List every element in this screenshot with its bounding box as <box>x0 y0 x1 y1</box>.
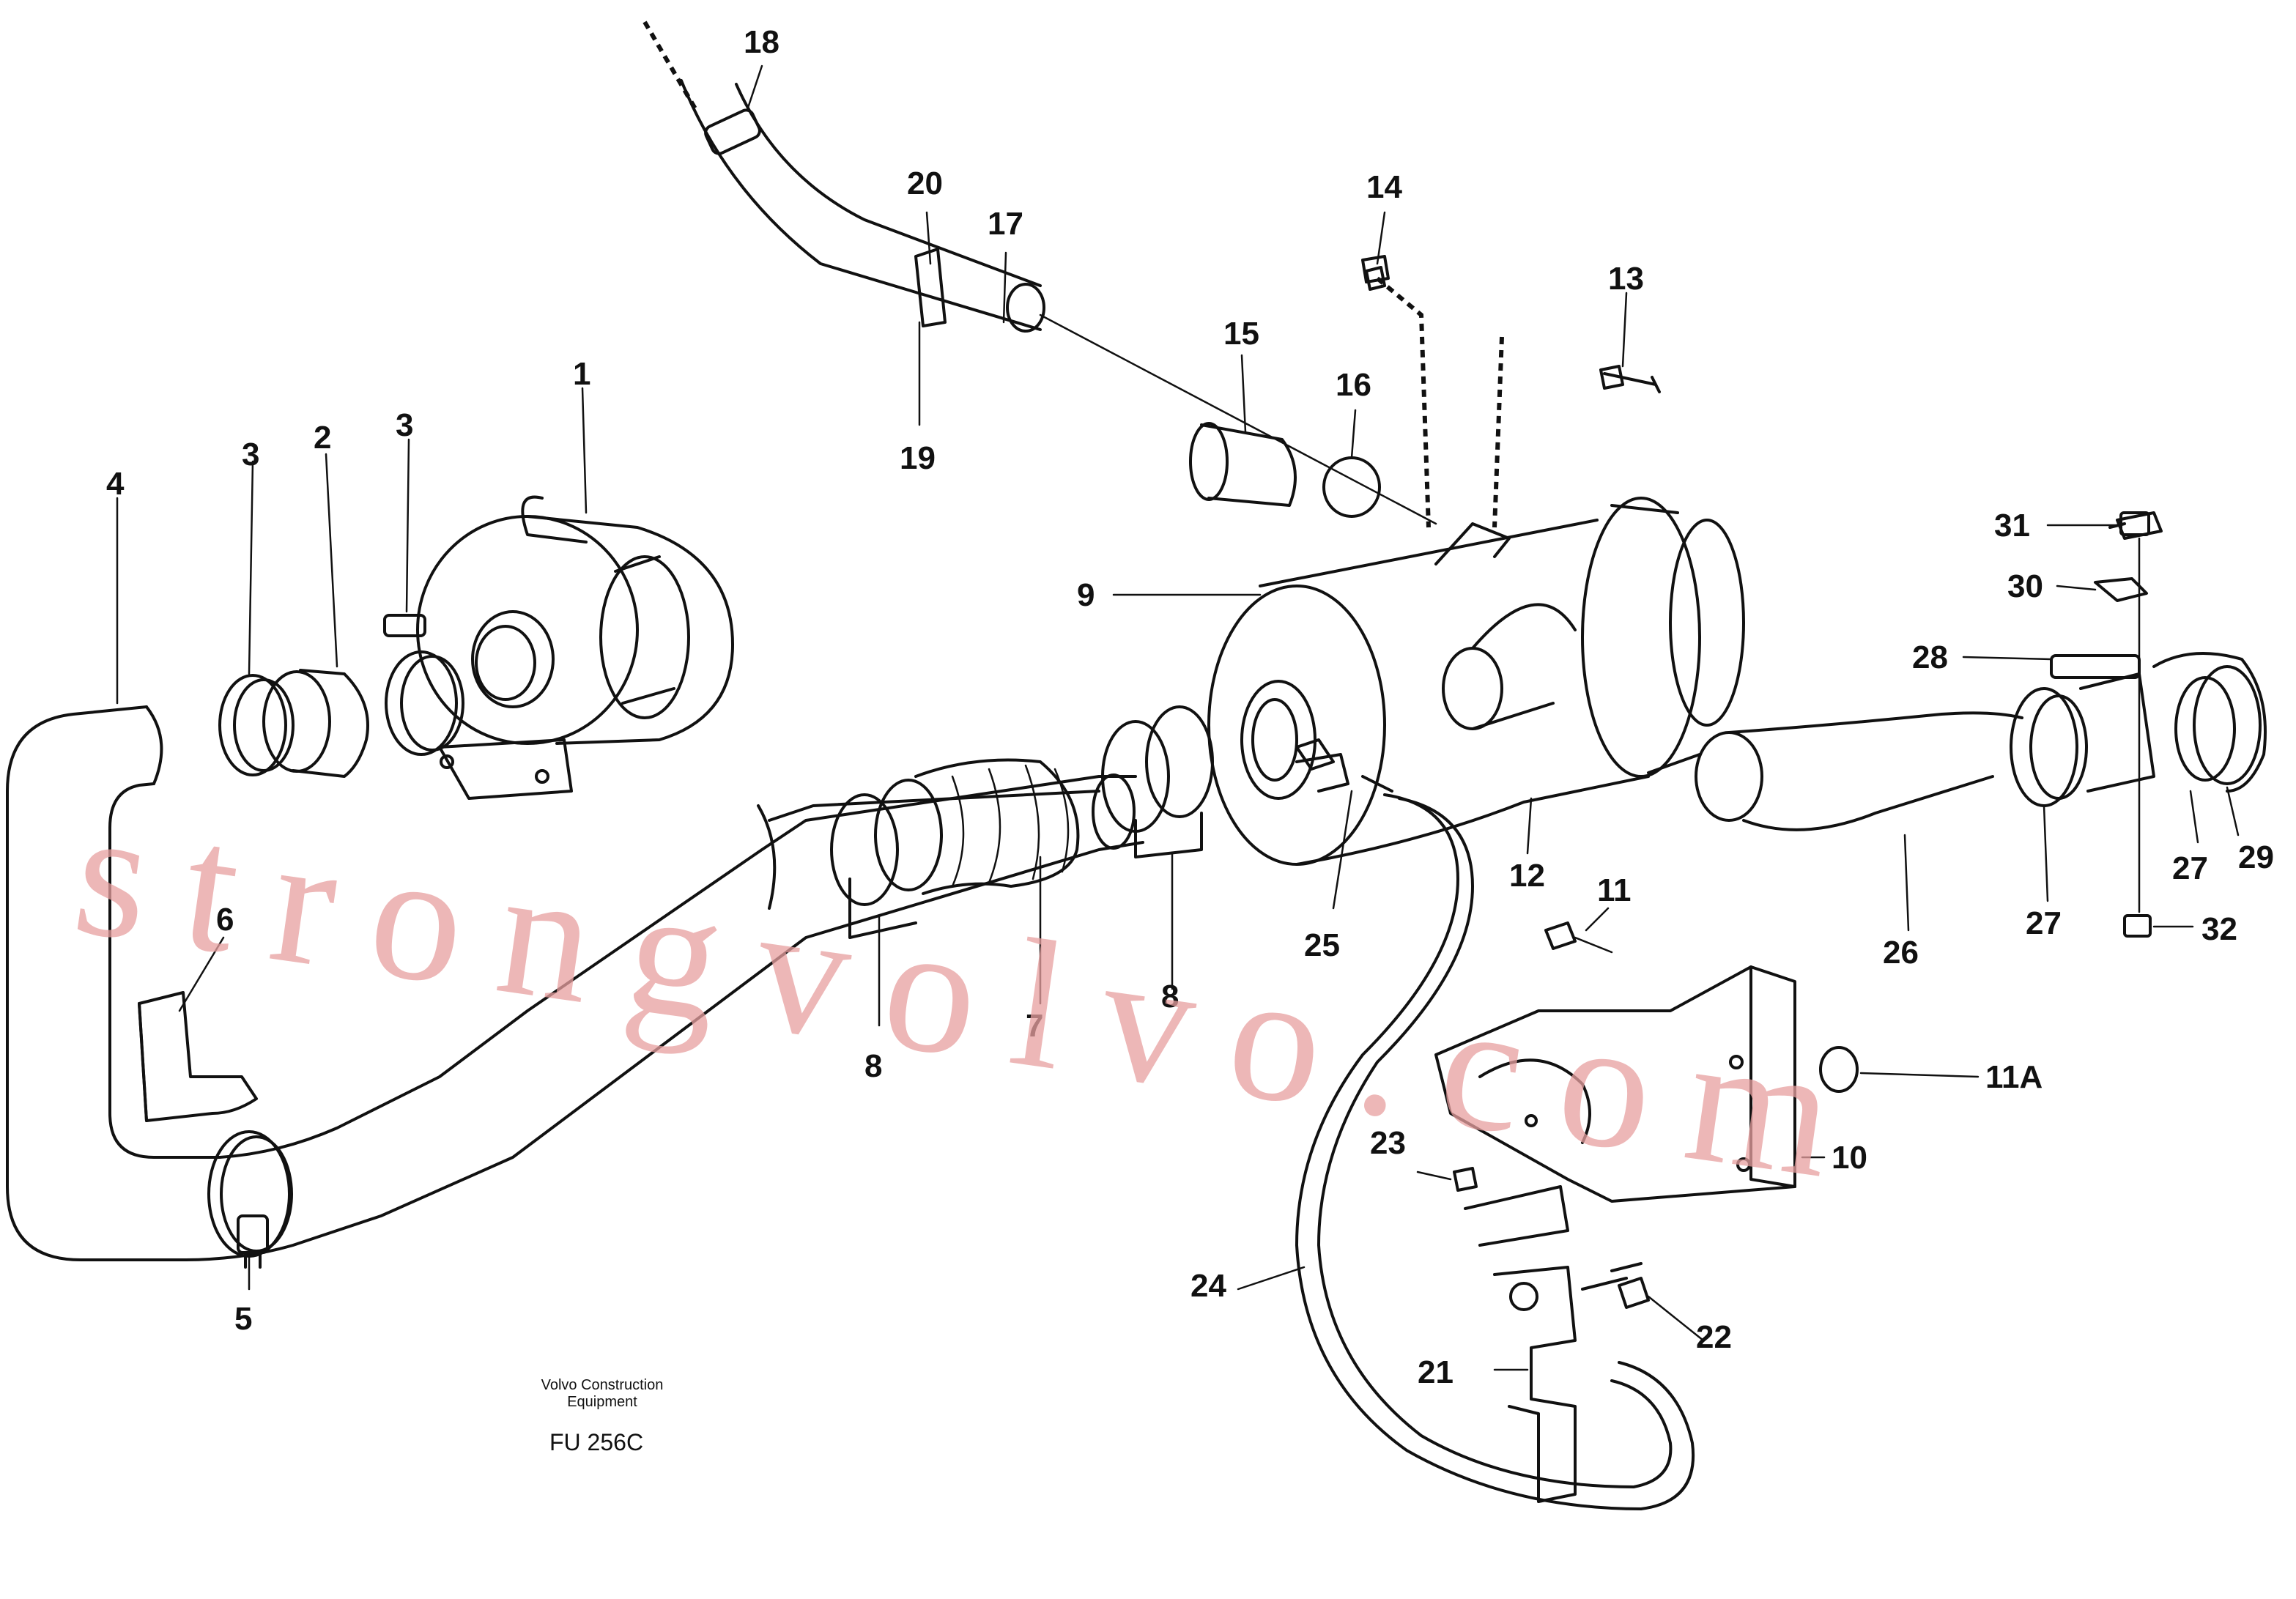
clamp-5 <box>207 1130 293 1269</box>
callout-8-right: 8 <box>1161 979 1179 1014</box>
callout-17: 17 <box>988 206 1023 242</box>
caption-company-line2: Equipment <box>567 1394 637 1410</box>
callout-6: 6 <box>216 902 234 938</box>
support-6 <box>138 991 258 1122</box>
figure-id: FU 256C <box>549 1429 643 1455</box>
callout-10: 10 <box>1832 1140 1867 1176</box>
hose-clamps-and-sleeve <box>218 614 464 778</box>
restriction-indicator-21 <box>1493 1262 1643 1503</box>
turbocharger-1 <box>416 495 734 800</box>
callout-23: 23 <box>1370 1125 1406 1161</box>
callout-4: 4 <box>106 466 125 502</box>
callout-22: 22 <box>1696 1319 1732 1355</box>
callout-21: 21 <box>1418 1354 1453 1390</box>
callout-7: 7 <box>1026 1008 1043 1044</box>
callout-30: 30 <box>2007 568 2043 604</box>
callout-2: 2 <box>314 420 331 456</box>
callout-13: 13 <box>1608 261 1644 297</box>
callout-12: 12 <box>1509 858 1545 894</box>
leader-lines <box>116 64 2240 1371</box>
callout-16: 16 <box>1336 367 1371 403</box>
callout-27-right: 27 <box>2172 850 2208 886</box>
callout-20: 20 <box>907 166 943 201</box>
callout-18: 18 <box>744 24 779 60</box>
callout-25: 25 <box>1304 927 1340 963</box>
callout-5: 5 <box>234 1301 252 1337</box>
bracket-10 <box>1434 965 1859 1247</box>
caption-block: Volvo Construction Equipment FU 256C <box>541 1377 664 1455</box>
callout-29: 29 <box>2238 839 2274 875</box>
outlet-hose-26 <box>1695 652 2267 831</box>
fasteners <box>1295 255 2163 1309</box>
callout-19: 19 <box>900 440 936 476</box>
pipe-with-bellows <box>768 680 1317 939</box>
callout-9: 9 <box>1077 577 1095 613</box>
caption-company: Volvo Construction <box>541 1377 664 1393</box>
watermark-text: strongvolvo.com <box>64 769 1882 1222</box>
callout-14: 14 <box>1366 169 1402 205</box>
callout-32: 32 <box>2201 911 2237 947</box>
callout-3-right: 3 <box>396 407 413 443</box>
callout-15: 15 <box>1223 316 1259 352</box>
callout-labels: 1 2 3 3 4 5 6 7 8 8 9 10 11 11A 12 13 14… <box>106 24 2274 1390</box>
callout-1: 1 <box>573 356 590 392</box>
pre-cleaner-pipe <box>642 21 1661 528</box>
callout-26: 26 <box>1883 935 1919 971</box>
callout-11a: 11A <box>1985 1059 2043 1095</box>
callout-27-left: 27 <box>2026 905 2062 941</box>
callout-24: 24 <box>1190 1268 1226 1304</box>
air-cleaner-9 <box>1207 497 1745 866</box>
indicator-hose-24 <box>1295 753 1695 1510</box>
callout-8-left: 8 <box>864 1048 882 1084</box>
callout-31: 31 <box>1994 508 2030 543</box>
callout-3-left: 3 <box>242 437 259 472</box>
callout-28: 28 <box>1912 639 1948 675</box>
callout-11: 11 <box>1597 872 1632 908</box>
